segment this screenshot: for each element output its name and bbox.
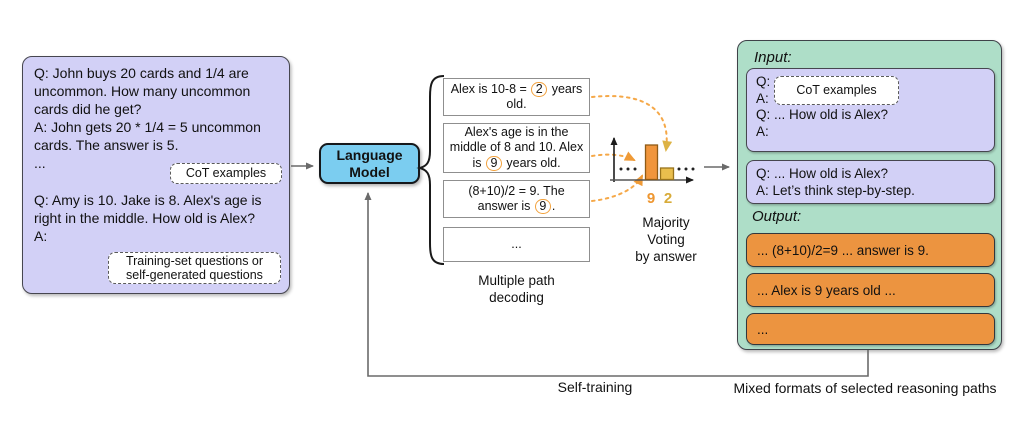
dots-left-icon xyxy=(626,167,630,171)
dots-right-icon xyxy=(677,167,681,171)
bar-answer-2 xyxy=(659,167,675,181)
language-model-box: Language Model xyxy=(319,143,420,184)
multiple-path-decoding-label: Multiple path decoding xyxy=(478,273,555,305)
dots-left-icon xyxy=(619,167,623,171)
training-questions-tag: Training-set questions or self-generated… xyxy=(108,252,281,284)
training-question-text: Q: Amy is 10. Jake is 8. Alex's age is r… xyxy=(34,192,262,244)
output-label: Output: xyxy=(752,208,802,225)
answer-highlight-9a: 9 xyxy=(485,155,502,171)
prompt1-q2: Q: ... How old is Alex? xyxy=(756,107,889,122)
vote-arrow-answer9a-icon xyxy=(591,151,636,161)
cot-examples-tag: CoT examples xyxy=(170,163,282,184)
reasoning-path-more: ... xyxy=(443,227,590,262)
path-3-text: (8+10)/2 = 9. The answer is 9. xyxy=(468,183,565,214)
self-training-label: Self-training xyxy=(557,379,633,395)
brace-icon xyxy=(416,75,445,265)
output-path-2: ... Alex is 9 years old ... xyxy=(746,273,995,307)
majority-voting-label: Majority Voting by answer xyxy=(635,215,697,264)
answer-highlight-2: 2 xyxy=(531,81,548,97)
bar-label-2: 2 xyxy=(664,190,672,207)
dots-left-icon xyxy=(633,167,637,171)
input-prompt-2: Q: ... How old is Alex? A: Let’s think s… xyxy=(746,160,995,204)
prompt-examples-box: Q: John buys 20 cards and 1/4 are uncomm… xyxy=(22,56,290,294)
reasoning-path-3: (8+10)/2 = 9. The answer is 9. xyxy=(443,180,590,218)
cot-examples-tag-2: CoT examples xyxy=(774,76,899,105)
dots-right-icon xyxy=(691,167,695,171)
bar-label-9: 9 xyxy=(647,190,655,207)
path-1-text: Alex is 10-8 = 2 years old. xyxy=(450,81,583,111)
output-path-more: ... xyxy=(746,313,995,345)
output-path-1: ... (8+10)/2=9 ... answer is 9. xyxy=(746,233,995,267)
bar-answer-9 xyxy=(644,144,659,181)
input-output-box: Input: Q: A: Q: ... How old is Alex? A: … xyxy=(737,40,1002,350)
prompt1-q1: Q: xyxy=(756,74,771,89)
input-label: Input: xyxy=(754,49,792,66)
cot-example-text: Q: John buys 20 cards and 1/4 are uncomm… xyxy=(34,65,261,171)
path-2-text: Alex's age is in the middle of 8 and 10.… xyxy=(449,124,584,171)
mixed-formats-label: Mixed formats of selected reasoning path… xyxy=(733,380,997,396)
reasoning-path-1: Alex is 10-8 = 2 years old. xyxy=(443,78,590,116)
input-prompt-1: Q: A: Q: ... How old is Alex? A: CoT exa… xyxy=(746,68,995,152)
answer-highlight-9b: 9 xyxy=(534,199,551,214)
prompt1-a2: A: xyxy=(756,123,769,139)
dots-right-icon xyxy=(684,167,688,171)
reasoning-path-2: Alex's age is in the middle of 8 and 10.… xyxy=(443,123,590,173)
vote-arrow-answer9b-icon xyxy=(591,174,643,202)
vote-arrow-answer2-icon xyxy=(591,95,673,152)
prompt1-a1: A: xyxy=(756,90,769,106)
vote-bar-chart: 9 2 xyxy=(610,137,695,207)
